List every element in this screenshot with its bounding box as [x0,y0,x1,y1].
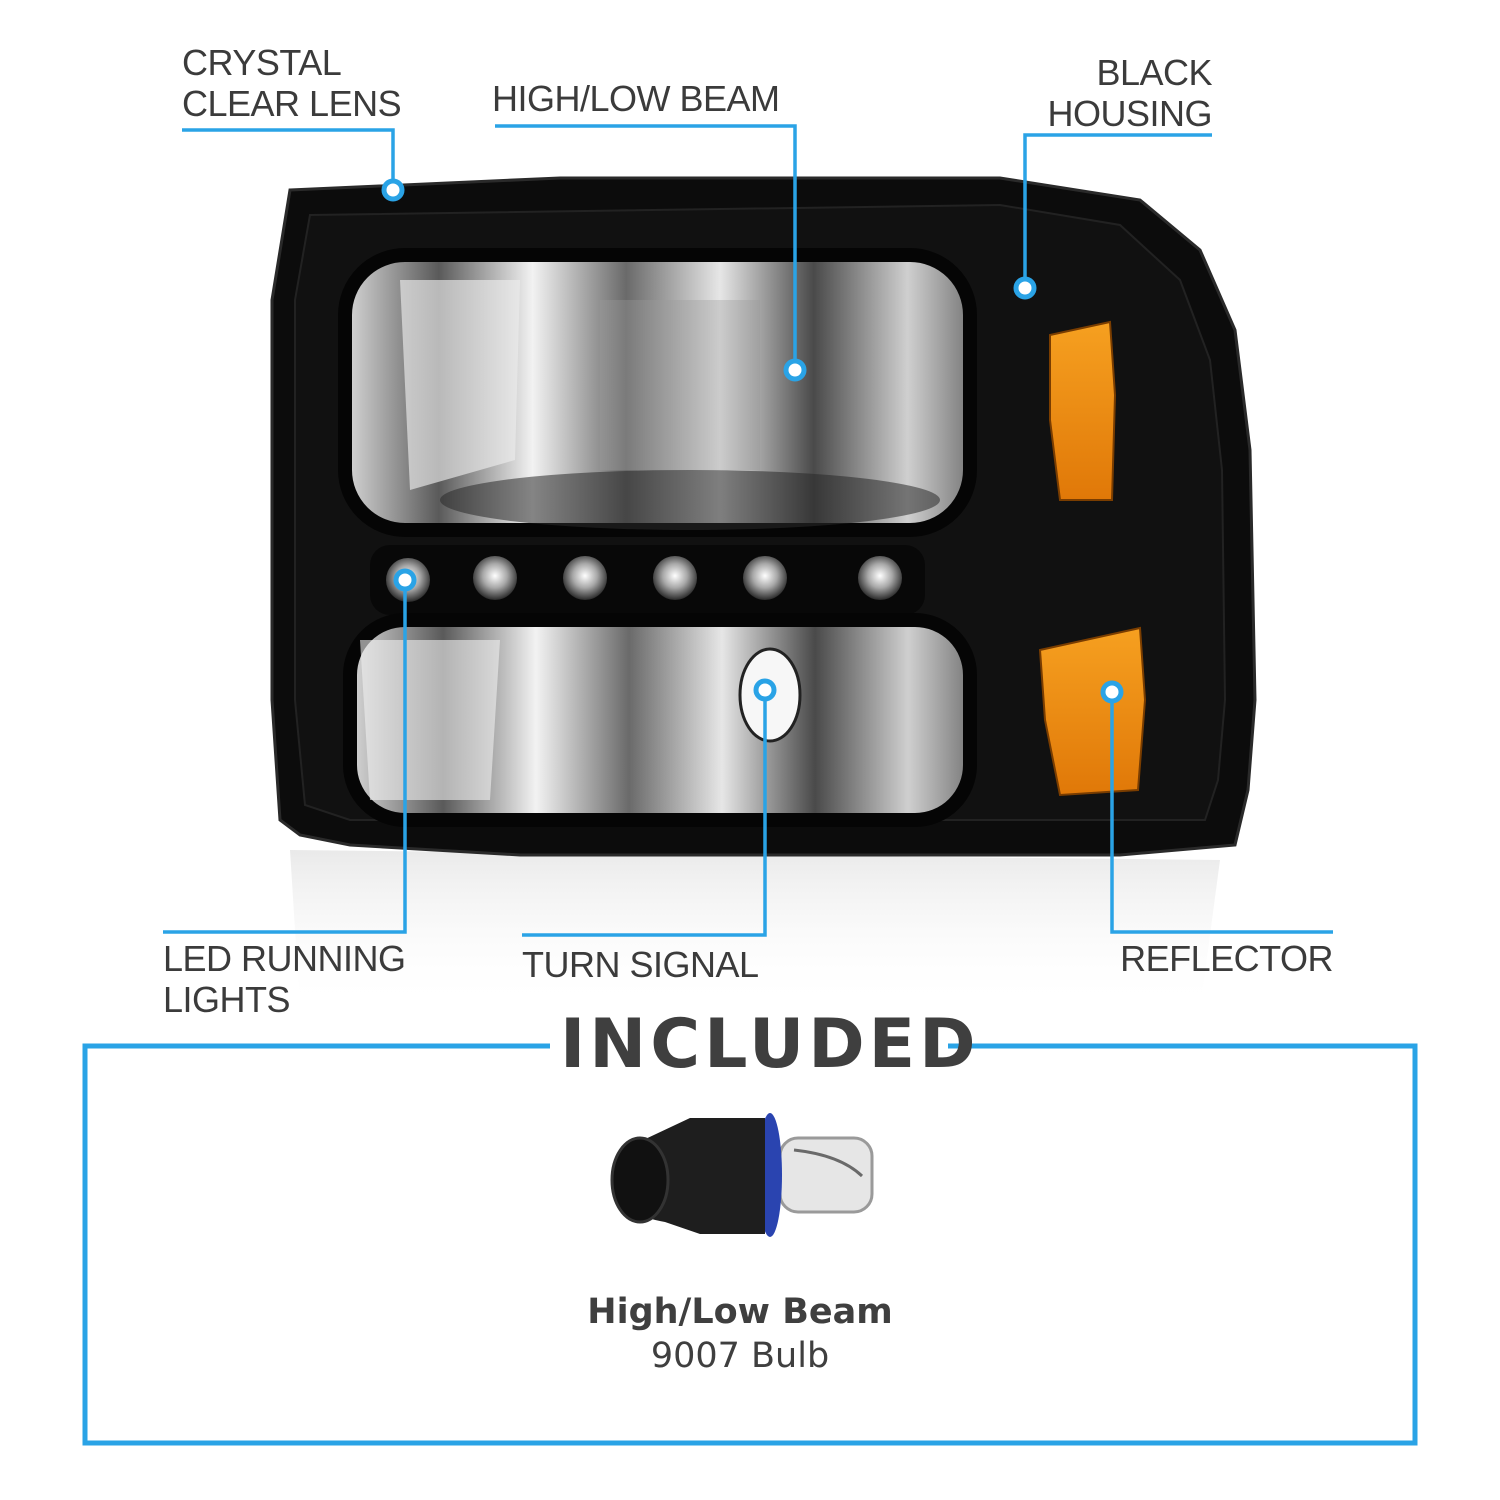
callout-reflector: REFLECTOR [1120,938,1333,979]
amber-side-marker [1049,320,1117,501]
callout-black-housing: BLACK HOUSING [1047,52,1212,134]
included-bulb-type: 9007 Bulb [650,1336,830,1376]
callout-high-low-beam: HIGH/LOW BEAM [492,78,780,119]
reflection [290,850,1220,1010]
included-bulb-name: High/Low Beam [587,1292,893,1332]
turn-signal-reflector [343,613,977,827]
amber-reflector [1038,626,1147,797]
included-title: INCLUDED [560,1005,980,1084]
callout-lines [163,124,1333,937]
callout-turn-signal: TURN SIGNAL [522,944,759,985]
callout-led-running-lights: LED RUNNING LIGHTS [163,938,406,1020]
led-strip [370,545,925,615]
bulb-9007-icon [610,1113,874,1237]
callout-crystal-clear-lens: CRYSTAL CLEAR LENS [182,42,402,124]
led-lights [386,556,902,602]
included-box [82,1043,1418,1446]
callout-dots [381,178,1124,704]
